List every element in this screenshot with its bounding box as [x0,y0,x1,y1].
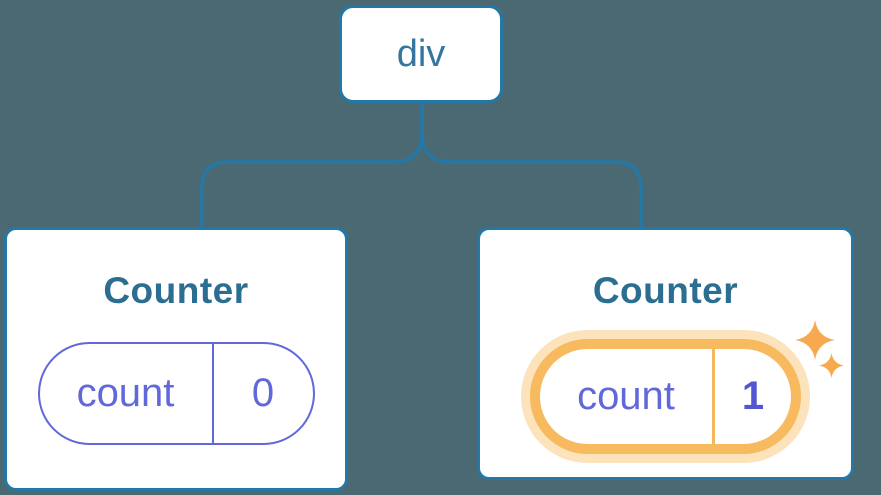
state-pill-highlighted: count 1 [530,339,801,454]
sparkle-icon [795,320,835,360]
root-node-label: div [396,32,446,75]
state-value: 1 [712,349,791,444]
state-key-label: count [577,374,675,418]
connector-root-to-left-child [200,99,424,228]
state-value: 0 [211,344,313,443]
counter-node-right: Counter count 1 [477,227,854,480]
connector-root-to-right-child [420,99,643,228]
state-pill: count 0 [37,342,315,445]
state-key-label: count [76,371,175,415]
sparkle-icon [819,353,844,378]
counter-title: Counter [592,270,739,311]
counter-node-left: Counter count 0 [4,227,348,491]
root-node-div: div [339,5,503,103]
counter-title: Counter [103,270,249,311]
